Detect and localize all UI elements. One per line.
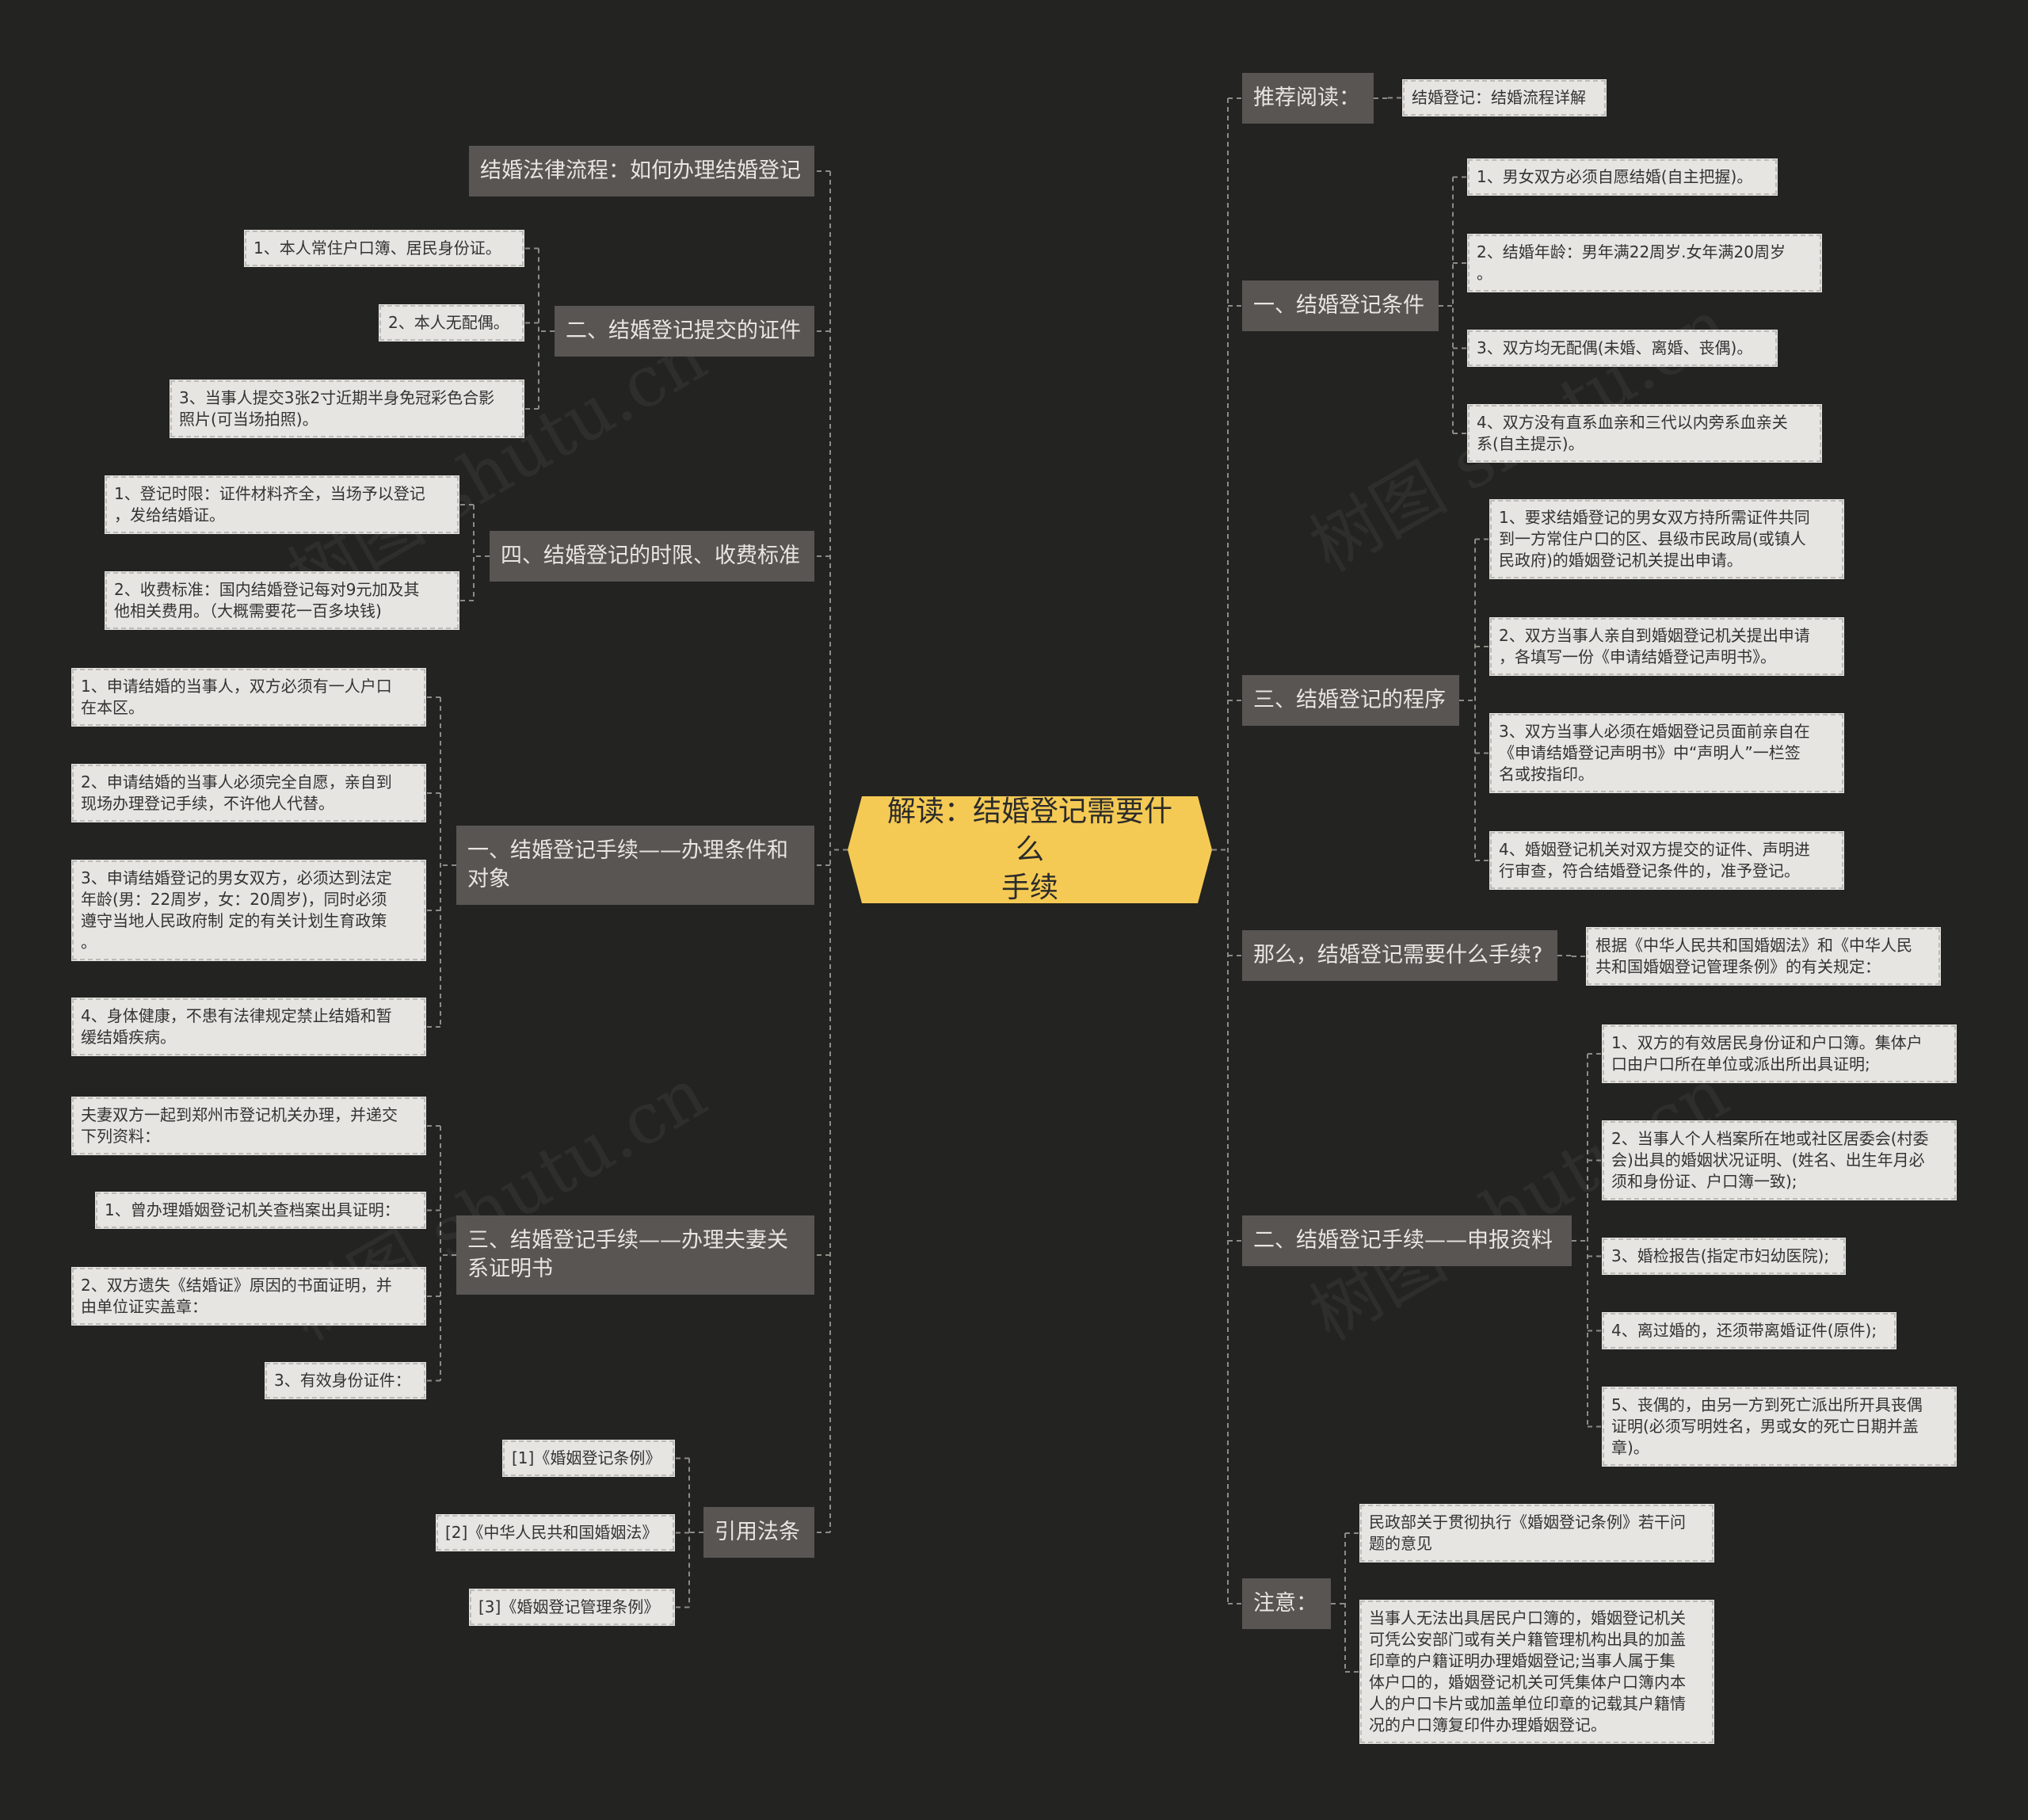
branch-registration-conditions-objects[interactable]: 一、结婚登记手续——办理条件和 对象 bbox=[456, 826, 814, 905]
leaf-fees-1: 1、登记时限：证件材料齐全，当场予以登记 ，发给结婚证。 bbox=[105, 475, 459, 534]
leaf-conditions-3: 3、申请结婚登记的男女双方，必须达到法定 年龄(男：22周岁，女：20周岁)，同… bbox=[71, 860, 426, 961]
leaf-law-2: [2]《中华人民共和国婚姻法》 bbox=[436, 1514, 675, 1551]
leaf-note-1: 民政部关于贯彻执行《婚姻登记条例》若干问 题的意见 bbox=[1359, 1504, 1714, 1562]
branch-application-materials[interactable]: 二、结婚登记手续——申报资料 bbox=[1242, 1215, 1572, 1266]
central-topic[interactable]: 解读：结婚登记需要什么 手续 bbox=[848, 796, 1212, 903]
leaf-documents-1: 1、本人常住户口簿、居民身份证。 bbox=[244, 230, 524, 267]
leaf-fees-2: 2、收费标准：国内结婚登记每对9元加及其 他相关费用。（大概需要花一百多块钱) bbox=[105, 571, 459, 630]
leaf-proof-3: 3、有效身份证件： bbox=[265, 1362, 426, 1399]
leaf-reg-condition-4: 4、双方没有直系血亲和三代以内旁系血亲关 系(自主提示)。 bbox=[1467, 404, 1822, 463]
leaf-conditions-2: 2、申请结婚的当事人必须完全自愿，亲自到 现场办理登记手续，不许他人代替。 bbox=[71, 764, 426, 822]
branch-registration-procedure[interactable]: 三、结婚登记的程序 bbox=[1242, 675, 1459, 726]
leaf-note-2: 当事人无法出具居民户口簿的，婚姻登记机关 可凭公安部门或有关户籍管理机构出具的加… bbox=[1359, 1600, 1714, 1744]
branch-submitted-documents[interactable]: 二、结婚登记提交的证件 bbox=[555, 306, 814, 357]
leaf-material-5: 5、丧偶的，由另一方到死亡派出所开具丧偶 证明(必须写明姓名，男或女的死亡日期并… bbox=[1602, 1387, 1957, 1467]
leaf-proof-intro: 夫妻双方一起到郑州市登记机关办理，并递交 下列资料： bbox=[71, 1097, 426, 1155]
leaf-procedure-2: 2、双方当事人亲自到婚姻登记机关提出申请 ，各填写一份《申请结婚登记声明书》。 bbox=[1489, 617, 1844, 676]
leaf-documents-2: 2、本人无配偶。 bbox=[379, 304, 524, 341]
leaf-material-4: 4、离过婚的，还须带离婚证件(原件); bbox=[1602, 1312, 1896, 1349]
leaf-conditions-1: 1、申请结婚的当事人，双方必须有一人户口 在本区。 bbox=[71, 668, 426, 727]
leaf-legal-basis: 根据《中华人民共和国婚姻法》和《中华人民 共和国婚姻登记管理条例》的有关规定： bbox=[1586, 927, 1941, 986]
leaf-proof-1: 1、曾办理婚姻登记机关查档案出具证明： bbox=[95, 1192, 426, 1229]
leaf-material-1: 1、双方的有效居民身份证和户口簿。集体户 口由户口所在单位或派出所出具证明; bbox=[1602, 1024, 1957, 1083]
branch-recommended-reading[interactable]: 推荐阅读： bbox=[1242, 73, 1374, 124]
leaf-reg-condition-2: 2、结婚年龄：男年满22周岁.女年满20周岁 。 bbox=[1467, 234, 1822, 292]
leaf-procedure-1: 1、要求结婚登记的男女双方持所需证件共同 到一方常住户口的区、县级市民政局(或镇… bbox=[1489, 499, 1844, 579]
leaf-law-3: [3]《婚姻登记管理条例》 bbox=[469, 1589, 675, 1626]
leaf-reg-condition-3: 3、双方均无配偶(未婚、离婚、丧偶)。 bbox=[1467, 330, 1778, 367]
branch-what-procedures-needed[interactable]: 那么，结婚登记需要什么手续? bbox=[1242, 930, 1557, 981]
branch-registration-conditions[interactable]: 一、结婚登记条件 bbox=[1242, 280, 1439, 331]
branch-notes[interactable]: 注意： bbox=[1242, 1578, 1331, 1629]
leaf-reg-condition-1: 1、男女双方必须自愿结婚(自主把握)。 bbox=[1467, 158, 1778, 196]
branch-cited-laws[interactable]: 引用法条 bbox=[703, 1507, 814, 1558]
leaf-procedure-4: 4、婚姻登记机关对双方提交的证件、声明进 行审查，符合结婚登记条件的，准予登记。 bbox=[1489, 831, 1844, 890]
leaf-law-1: [1]《婚姻登记条例》 bbox=[502, 1440, 675, 1477]
leaf-documents-3: 3、当事人提交3张2寸近期半身免冠彩色合影 照片(可当场拍照)。 bbox=[170, 380, 524, 438]
branch-time-limit-fees[interactable]: 四、结婚登记的时限、收费标准 bbox=[490, 531, 814, 582]
leaf-recommended-link[interactable]: 结婚登记：结婚流程详解 bbox=[1402, 79, 1607, 116]
leaf-procedure-3: 3、双方当事人必须在婚姻登记员面前亲自在 《申请结婚登记声明书》中“声明人”一栏… bbox=[1489, 713, 1844, 793]
leaf-material-2: 2、当事人个人档案所在地或社区居委会(村委 会)出具的婚姻状况证明、(姓名、出生… bbox=[1602, 1120, 1957, 1200]
branch-marriage-legal-flow[interactable]: 结婚法律流程：如何办理结婚登记 bbox=[469, 146, 814, 196]
branch-couple-relationship-certificate[interactable]: 三、结婚登记手续——办理夫妻关 系证明书 bbox=[456, 1215, 814, 1295]
leaf-conditions-4: 4、身体健康，不患有法律规定禁止结婚和暂 缓结婚疾病。 bbox=[71, 998, 426, 1056]
leaf-proof-2: 2、双方遗失《结婚证》原因的书面证明，并 由单位证实盖章： bbox=[71, 1267, 426, 1326]
leaf-material-3: 3、婚检报告(指定市妇幼医院); bbox=[1602, 1238, 1846, 1275]
